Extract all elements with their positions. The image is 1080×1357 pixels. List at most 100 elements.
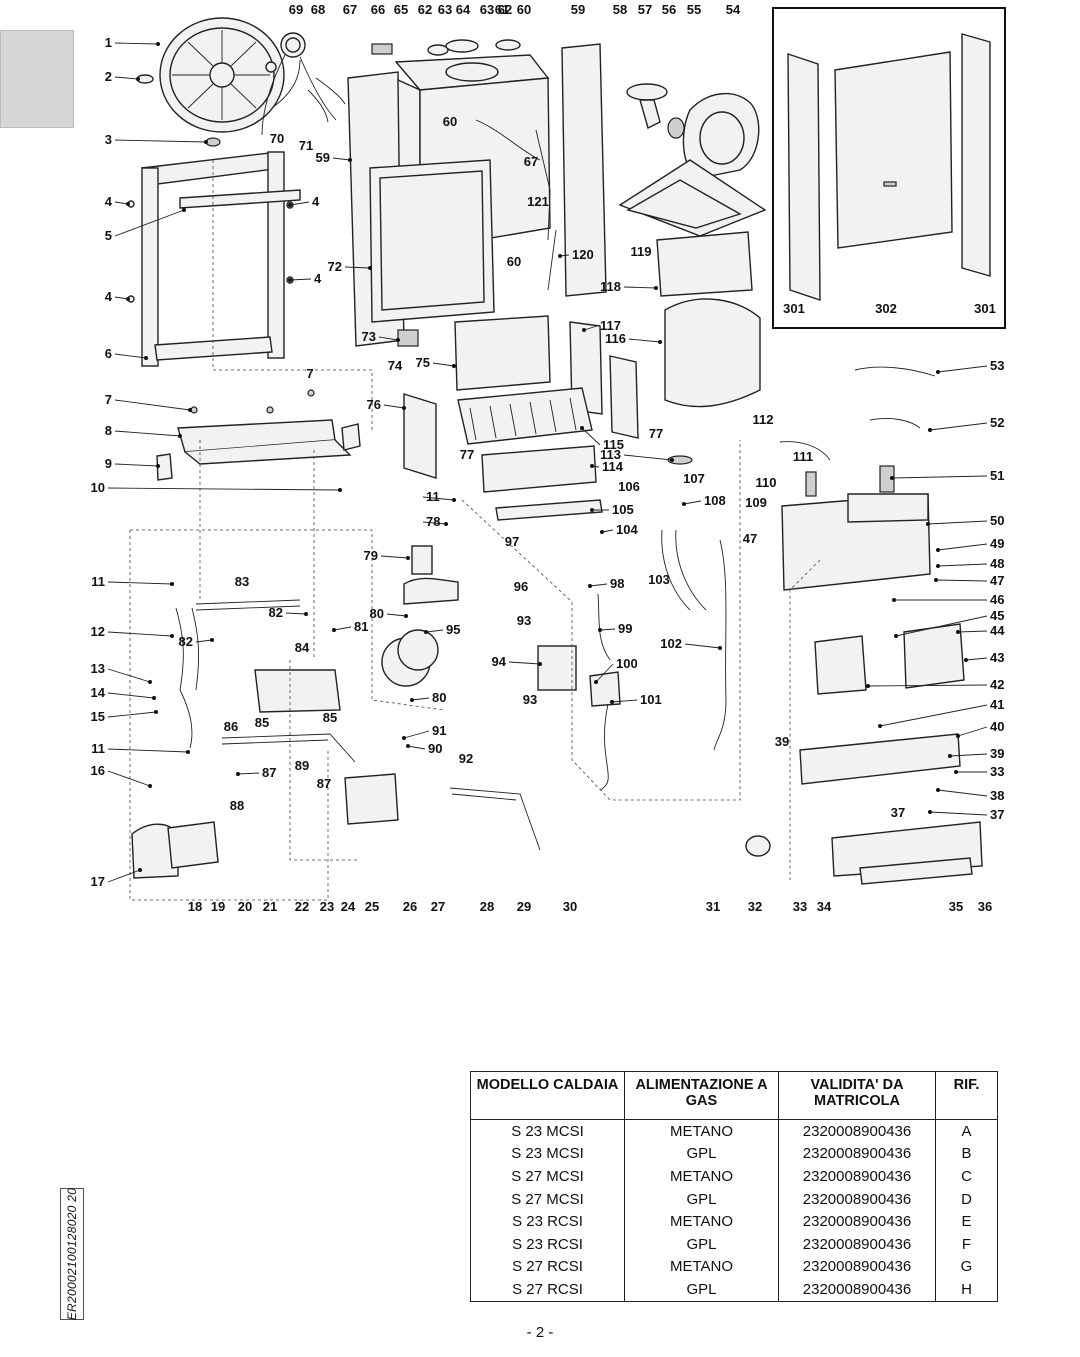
- cell-ref: E: [935, 1210, 998, 1233]
- part-number-label: 62: [418, 2, 432, 17]
- leader-line: [965, 657, 988, 661]
- fan-assembly: [618, 83, 767, 237]
- part-number-label: 301: [783, 301, 805, 316]
- part-number-label: 112: [753, 412, 774, 427]
- part-number-label: 46: [990, 592, 1004, 607]
- part-number-label: 78: [426, 514, 440, 529]
- leader-dot: [964, 658, 968, 662]
- part-number-label: 35: [949, 899, 963, 914]
- part-number-label: 39: [775, 734, 789, 749]
- part-number-label: 6: [105, 346, 112, 361]
- part-number-label: 44: [990, 623, 1005, 638]
- part-number-label: 113: [600, 447, 621, 462]
- control-box: [667, 366, 983, 885]
- part-number-label: 63: [480, 2, 494, 17]
- cell-serial-validity: 2320008900436: [778, 1118, 936, 1143]
- part-number-label: 26: [403, 899, 417, 914]
- leader-line: [107, 869, 141, 883]
- leader-line: [684, 643, 721, 649]
- cell-ref: H: [935, 1278, 998, 1302]
- cell-serial-validity: 2320008900436: [778, 1142, 936, 1166]
- part-number-label: 24: [341, 899, 356, 914]
- leader-line: [403, 730, 430, 739]
- part-number-label: 81: [354, 619, 368, 634]
- leader-dot: [148, 680, 152, 684]
- leader-dot: [402, 406, 406, 410]
- leader-line: [107, 711, 157, 718]
- cell-model: S 23 MCSI: [470, 1118, 625, 1143]
- part-number-label: 95: [446, 622, 460, 637]
- leader-line: [422, 496, 455, 501]
- leader-line: [114, 201, 129, 205]
- part-number-label: 1: [105, 35, 112, 50]
- part-number-label: 11: [91, 741, 105, 756]
- leader-line: [683, 500, 702, 505]
- part-number-label: 20: [238, 899, 252, 914]
- leader-dot: [936, 564, 940, 568]
- part-number-label: 42: [990, 677, 1004, 692]
- part-number-label: 114: [602, 459, 624, 474]
- part-number-label: 66: [371, 2, 385, 17]
- heat-exchanger: [403, 231, 761, 521]
- leader-line: [107, 770, 151, 787]
- cell-gas-supply: GPL: [624, 1187, 779, 1211]
- gas-valve-pump: [131, 529, 727, 879]
- header-serial-validity: VALIDITA' DA MATRICOLA: [778, 1071, 936, 1120]
- part-number-label: 116: [605, 331, 626, 346]
- leader-line: [425, 629, 444, 633]
- leader-line: [333, 626, 352, 631]
- leader-dot: [210, 638, 214, 642]
- cell-gas-supply: GPL: [624, 1232, 779, 1256]
- cell-ref: D: [935, 1187, 998, 1211]
- part-number-label: 76: [367, 397, 381, 412]
- leader-line: [114, 463, 159, 467]
- cell-serial-validity: 2320008900436: [778, 1187, 936, 1211]
- part-number-label: 30: [563, 899, 577, 914]
- part-number-label: 17: [91, 874, 105, 889]
- leader-line: [195, 639, 213, 643]
- leader-dot: [156, 42, 160, 46]
- part-number-label: 69: [289, 2, 303, 17]
- leader-dot: [452, 498, 456, 502]
- part-number-label: 56: [662, 2, 676, 17]
- leader-line: [411, 697, 430, 701]
- header-model: MODELLO CALDAIA: [470, 1071, 625, 1120]
- leader-dot: [126, 297, 130, 301]
- leader-dot: [338, 488, 342, 492]
- part-number-label: 93: [523, 692, 537, 707]
- part-number-label: 45: [990, 608, 1004, 623]
- leader-line: [407, 745, 426, 750]
- leader-line: [114, 353, 147, 359]
- leader-dot: [654, 286, 658, 290]
- part-number-label: 4: [105, 289, 113, 304]
- part-number-label: 48: [990, 556, 1004, 571]
- part-number-label: 99: [618, 621, 632, 636]
- part-number-label: 57: [638, 2, 652, 17]
- part-number-label: 28: [480, 899, 494, 914]
- cell-model: S 27 RCSI: [470, 1278, 625, 1302]
- cell-gas-supply: GPL: [624, 1142, 779, 1166]
- leader-dot: [590, 508, 594, 512]
- part-number-label: 11: [426, 489, 440, 504]
- leader-line: [929, 422, 988, 431]
- leader-dot: [580, 426, 584, 430]
- cell-serial-validity: 2320008900436: [778, 1210, 936, 1233]
- part-number-label: 4: [314, 271, 322, 286]
- leader-dot: [182, 208, 186, 212]
- part-number-label: 67: [524, 154, 538, 169]
- header-ref: RIF.: [935, 1071, 998, 1120]
- exploded-view-diagram: 1234444567789101111111213141516171819202…: [91, 2, 1006, 914]
- leader-dot: [404, 614, 408, 618]
- part-number-label: 7: [306, 366, 313, 381]
- cell-model: S 23 MCSI: [470, 1142, 625, 1166]
- leader-line: [107, 692, 155, 699]
- leader-dot: [144, 356, 148, 360]
- part-number-label: 7: [105, 392, 112, 407]
- leader-line: [422, 521, 447, 525]
- cell-model: S 23 RCSI: [470, 1232, 625, 1256]
- leader-line: [595, 663, 614, 683]
- leader-line: [623, 454, 673, 461]
- leader-line: [114, 139, 207, 143]
- leader-line: [949, 753, 988, 757]
